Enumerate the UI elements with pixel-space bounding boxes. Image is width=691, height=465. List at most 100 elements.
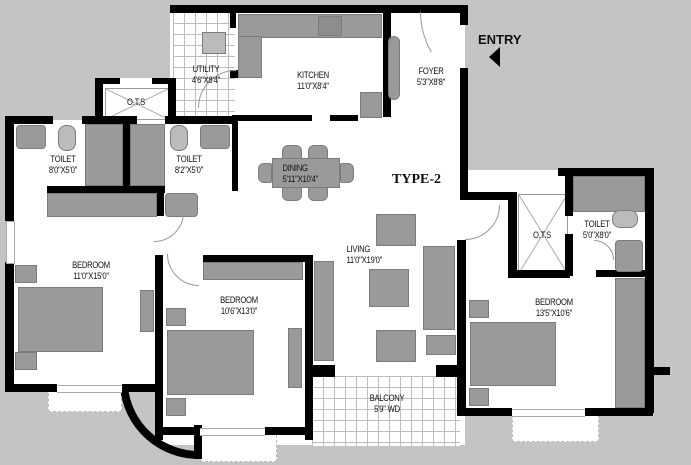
dining-chair-5 (258, 163, 272, 183)
washing-machine (202, 32, 226, 54)
kitchen-stove (318, 16, 342, 36)
dining-chair-1 (282, 145, 302, 159)
room-size: 5'9" WD (374, 404, 400, 414)
toilet-right-basin (615, 240, 643, 272)
bedroom-right-bed (470, 322, 556, 386)
label-ots-top: O.T.S (114, 97, 158, 108)
label-toilet-mid: TOILET 8'2"X5'0" (167, 154, 211, 176)
wall-ots-top-t2 (152, 78, 176, 84)
room-name: TOILET (584, 219, 610, 229)
wall-ots-right-e2 (565, 234, 573, 276)
window-west (6, 221, 15, 264)
wall-br-left-divider-2 (155, 255, 163, 440)
label-toilet-right: TOILET 5'0"X8'0" (576, 219, 619, 241)
toilet-left-basin (16, 125, 46, 149)
wall-foyer-east-top (460, 5, 468, 25)
wall-br-left-south (5, 384, 57, 392)
ots-top-shaft (105, 88, 169, 120)
room-name: UTILITY (192, 64, 220, 74)
toilet-right-wc (612, 210, 638, 228)
wall-foyer-east (460, 68, 468, 200)
foyer-console (388, 36, 400, 100)
curved-wall (120, 386, 202, 460)
wall-ots-right-e (565, 170, 573, 216)
room-size: 13'5"X10'6" (535, 308, 573, 318)
kitchen-counter-top (238, 14, 382, 38)
room-name: O.T.S (533, 230, 551, 240)
wall-kitchen-south-2 (330, 115, 358, 121)
wall-ots-right-s (508, 270, 570, 278)
bedroom-left-bed (18, 287, 103, 352)
window-br-right (512, 409, 585, 417)
bedroom-mid-bed (167, 330, 254, 395)
living-side-table (426, 335, 456, 355)
room-name: LIVING (346, 244, 371, 254)
room-size: 5'0"X8'0" (582, 230, 612, 240)
wall-balcony-w (305, 365, 335, 377)
wall-toilet-right-south (596, 270, 651, 277)
living-coffee-table (369, 269, 409, 307)
room-name: BEDROOM (220, 295, 258, 305)
room-size: 5'3"X8'8" (416, 77, 446, 87)
label-dining: DINING 5'11"X10'4" (283, 163, 334, 185)
wall-toilet-divider (123, 116, 130, 191)
room-size: 11'0"X15'0" (73, 271, 109, 281)
room-size: 10'6"X13'0" (220, 306, 258, 316)
wall-br-mid-south (155, 427, 200, 435)
kitchen-sink-counter (238, 36, 262, 78)
toilet-right-shower (573, 176, 645, 212)
label-toilet-left: TOILET 8'0"X5'0" (40, 154, 86, 176)
bedroom-right-side-1 (469, 300, 489, 318)
wall-ots-right-w (508, 192, 517, 278)
bedroom-left-side-2 (15, 352, 37, 370)
wall-toilet-right-top (558, 168, 653, 176)
room-name: BEDROOM (72, 260, 110, 270)
window-br-mid (200, 428, 265, 436)
ots-right-shaft (518, 194, 568, 274)
entry-arrow-icon (489, 47, 500, 67)
bedroom-right-side-2 (469, 388, 489, 406)
dining-chair-3 (282, 187, 302, 201)
wall-toilets-south (47, 186, 165, 193)
bedroom-mid-side-2 (166, 398, 186, 416)
room-size: 4'6"X8'4" (191, 75, 221, 85)
wall-living-east (457, 240, 466, 415)
wall-kitchen-foyer (383, 12, 391, 117)
entry-label: ENTRY (478, 32, 522, 47)
label-living: LIVING 11'0"X19'0" (347, 244, 398, 266)
room-name: FOYER (418, 66, 444, 76)
label-ots-right: O.T.S (522, 230, 563, 241)
utility-floor (173, 12, 235, 117)
plan-type-label: TYPE-2 (392, 172, 441, 187)
label-balcony: BALCONY 5'9" WD (362, 393, 411, 415)
label-bedroom-right: BEDROOM 13'5"X10'6" (523, 297, 584, 319)
dining-chair-6 (340, 163, 354, 183)
wall-ots-top-l (95, 78, 103, 120)
bedroom-left-side-1 (15, 265, 37, 283)
wall-br-right-south-2 (585, 408, 653, 416)
room-size: 8'2"X5'0" (174, 165, 204, 175)
bedroom-mid-side-1 (166, 308, 186, 326)
room-name: O.T.S (127, 97, 145, 107)
wall-west-top (5, 116, 14, 221)
living-tv-unit (314, 261, 334, 361)
wall-br-right-top (460, 192, 510, 200)
toilet-mid-shower (130, 124, 165, 186)
bedroom-mid-wardrobe (203, 262, 303, 280)
toilet-mid-wc (170, 125, 188, 151)
toilet-mid-basin (200, 125, 230, 149)
wall-east (645, 168, 654, 413)
wall-br-left-south-2 (122, 384, 162, 392)
label-bedroom-left: BEDROOM 11'0"X15'0" (61, 260, 121, 282)
label-foyer: FOYER 5'3"X8'8" (410, 66, 453, 88)
room-name: KITCHEN (297, 70, 329, 80)
toilet-left-wc (58, 125, 76, 151)
wall-toilet-mid-east (232, 116, 238, 191)
kitchen-fridge (360, 92, 382, 118)
dining-table (272, 158, 340, 188)
room-name: DINING (282, 163, 309, 173)
bedroom-left-wardrobe (47, 193, 157, 217)
window-br-left (57, 385, 122, 393)
living-armchair-bottom (376, 330, 416, 362)
room-size: 11'0"X19'0" (346, 255, 383, 265)
